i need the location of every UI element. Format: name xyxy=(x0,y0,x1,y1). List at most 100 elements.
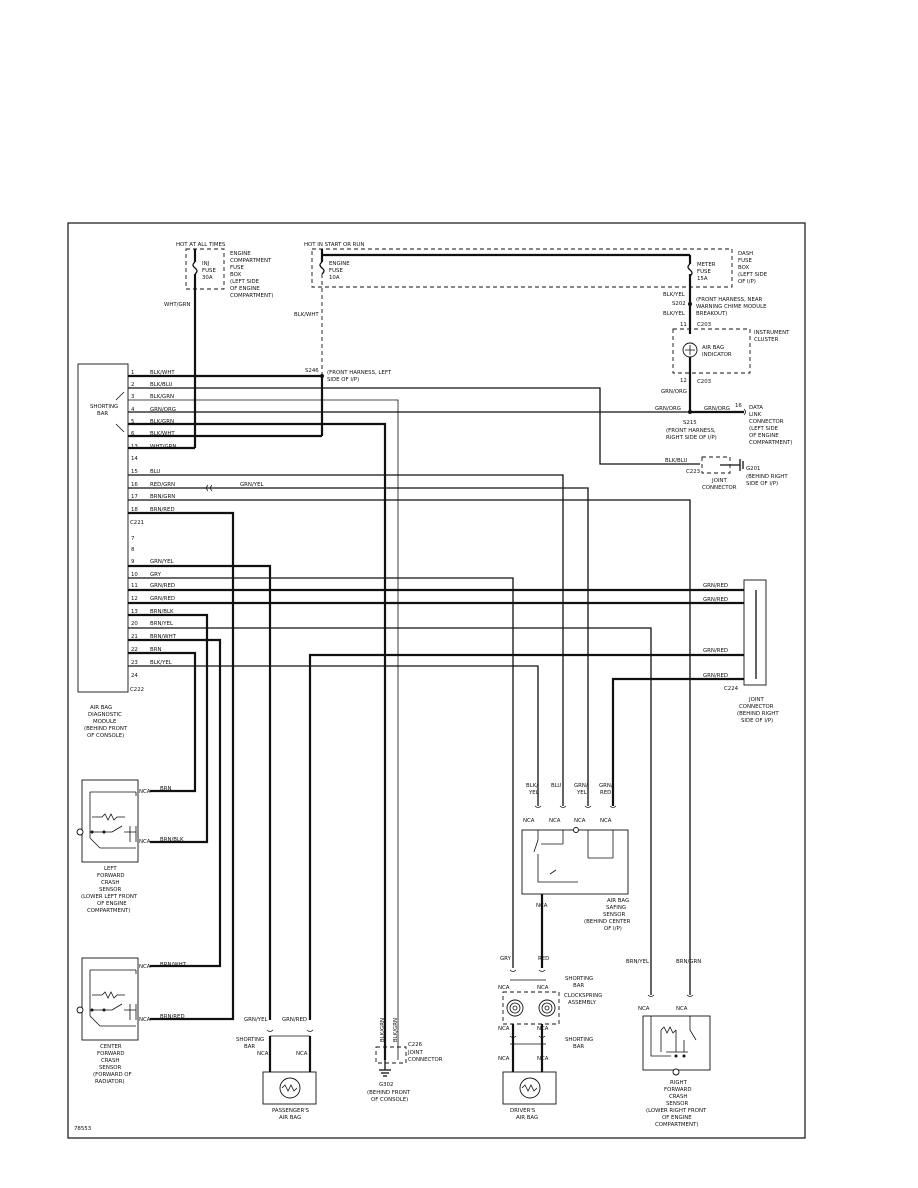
center-sensor-wire-brn-red: BRN/RED xyxy=(160,1014,185,1020)
svg-text:FUSE: FUSE xyxy=(230,265,244,271)
meter-fuse-label: METER FUSE 15A xyxy=(697,262,716,282)
svg-text:CLOCKSPRING: CLOCKSPRING xyxy=(564,993,602,999)
wire-label-blk-blu: BLK/BLU xyxy=(665,458,687,464)
svg-text:GRN/RED: GRN/RED xyxy=(282,1017,307,1023)
svg-text:FORWARD: FORWARD xyxy=(97,1051,125,1057)
left-forward-crash-sensor-label: LEFT FORWARD CRASH SENSOR (LOWER LEFT FR… xyxy=(81,866,138,914)
passenger-shorting-bar-label: SHORTING BAR xyxy=(236,1037,264,1050)
svg-text:AIR BAG: AIR BAG xyxy=(279,1115,301,1121)
center-sensor-nca-2: NCA xyxy=(139,1017,151,1023)
pin-17-wire: BRN/GRN xyxy=(150,494,175,500)
safing-wire-labels: BLK/ YEL BLU GRN/ YEL GRN/ RED xyxy=(526,783,613,796)
module-bottom-pins: 7 8 9 GRN/YEL 10 GRY 11 GRN/RED 12 GRN/R… xyxy=(131,536,177,679)
pin-5-wire: BLK/GRN xyxy=(150,419,174,425)
clockspring-wire-red: RED xyxy=(538,956,549,962)
pin-6-wire: BLK/WHT xyxy=(150,431,175,437)
svg-text:LINK: LINK xyxy=(749,412,762,418)
c223-label: C223 xyxy=(686,469,700,475)
wire-label-grn-org-3: GRN/ORG xyxy=(704,406,730,412)
pin-11: 11 xyxy=(131,583,138,589)
svg-text:LEFT: LEFT xyxy=(104,866,117,872)
clockspring-label: CLOCKSPRING ASSEMBLY xyxy=(564,993,602,1006)
pin-4: 4 xyxy=(131,407,135,413)
splice-s202 xyxy=(688,302,692,306)
svg-text:CONNECTOR: CONNECTOR xyxy=(408,1057,443,1063)
svg-text:NCA: NCA xyxy=(574,818,586,824)
engine-compartment-fuse-box-label: ENGINE COMPARTMENT FUSE BOX (LEFT SIDE O… xyxy=(230,251,273,299)
instrument-cluster-label: INSTRUMENT CLUSTER xyxy=(754,330,790,343)
svg-text:AIR BAG: AIR BAG xyxy=(702,345,724,351)
left-sensor-wire-brn-blk: BRN/BLK xyxy=(160,837,184,843)
pin-21: 21 xyxy=(131,634,138,640)
engine-fuse-symbol xyxy=(319,261,325,275)
svg-text:CRASH: CRASH xyxy=(101,1058,119,1064)
svg-text:OF I/P): OF I/P) xyxy=(604,926,622,932)
svg-text:10A: 10A xyxy=(329,275,340,281)
pin-20: 20 xyxy=(131,621,138,627)
svg-text:FORWARD: FORWARD xyxy=(664,1087,692,1093)
right-forward-crash-sensor-label: RIGHT FORWARD CRASH SENSOR (LOWER RIGHT … xyxy=(646,1080,707,1128)
clockspring-nca-3: NCA xyxy=(498,1026,510,1032)
pin-1-wire: BLK/WHT xyxy=(150,370,175,376)
svg-text:BAR: BAR xyxy=(573,983,584,989)
left-sensor-nca-1: NCA xyxy=(139,789,151,795)
hot-in-start-or-run-label: HOT IN START OR RUN xyxy=(304,242,364,248)
dash-fuse-box-label: DASH FUSE BOX (LEFT SIDE OF I/P) xyxy=(738,251,768,285)
svg-text:GRN/RED: GRN/RED xyxy=(703,597,728,603)
pin-7: 7 xyxy=(131,536,134,542)
pin-9: 9 xyxy=(131,559,135,565)
hot-at-all-times-label: HOT AT ALL TIMES xyxy=(176,242,226,248)
pin-11-wire: GRN/RED xyxy=(150,583,175,589)
s202-label: S202 xyxy=(672,301,686,307)
inj-fuse-symbol xyxy=(192,261,198,275)
svg-text:AIR BAG: AIR BAG xyxy=(607,898,629,904)
svg-text:(LOWER RIGHT FRONT: (LOWER RIGHT FRONT xyxy=(646,1108,707,1114)
pin-14: 14 xyxy=(131,456,138,462)
svg-text:ENGINE: ENGINE xyxy=(329,261,350,267)
s246-note: (FRONT HARNESS, LEFT SIDE OF I/P) xyxy=(327,370,392,383)
pin-8: 8 xyxy=(131,547,135,553)
pin-15-wire: BLU xyxy=(150,469,160,475)
pin-20-wire: BRN/YEL xyxy=(150,621,173,627)
pin-16: 16 xyxy=(131,482,138,488)
svg-text:SHORTING: SHORTING xyxy=(565,1037,593,1043)
c226-joint-connector-label: JOINT CONNECTOR xyxy=(407,1050,443,1063)
dash-fuse-box xyxy=(311,248,733,288)
pin-1: 1 xyxy=(131,370,134,376)
drivers-air-bag-label: DRIVER'S AIR BAG xyxy=(510,1108,538,1121)
wire-label-grn-yel-mid: GRN/YEL xyxy=(240,482,263,488)
pin-22-wire: BRN xyxy=(150,647,161,653)
svg-text:OF CONSOLE): OF CONSOLE) xyxy=(371,1097,408,1103)
svg-text:OF CONSOLE): OF CONSOLE) xyxy=(87,733,124,739)
g302-ground-icon xyxy=(379,1069,391,1077)
figure-id: 78553 xyxy=(74,1126,91,1132)
svg-text:PASSENGER'S: PASSENGER'S xyxy=(272,1108,310,1114)
clockspring-nca-4: NCA xyxy=(537,1026,549,1032)
pin-23: 23 xyxy=(131,660,138,666)
svg-text:GRN/RED: GRN/RED xyxy=(703,673,728,679)
clockspring-wire-gry: GRY xyxy=(500,956,512,962)
cluster-pin-11: 11 xyxy=(680,322,687,328)
pin-23-wire: BLK/YEL xyxy=(150,660,172,666)
svg-text:GRN/RED: GRN/RED xyxy=(703,583,728,589)
safing-nca-out: NCA xyxy=(536,903,548,909)
shorting-bar-label-module: SHORTING BAR xyxy=(90,404,118,417)
svg-text:(FRONT HARNESS,: (FRONT HARNESS, xyxy=(666,428,716,434)
passenger-nca-2: NCA xyxy=(296,1051,308,1057)
svg-text:(LEFT SIDE: (LEFT SIDE xyxy=(230,279,260,285)
pin-10-wire: GRY xyxy=(150,572,162,578)
pin-13b: 13 xyxy=(131,609,138,615)
svg-text:GRN/YEL: GRN/YEL xyxy=(244,1017,267,1023)
inline-connector-mark xyxy=(206,484,213,492)
engine-fuse-box xyxy=(185,248,225,290)
s202-note: (FRONT HARNESS, NEAR WARNING CHIME MODUL… xyxy=(696,297,767,317)
svg-text:(BEHIND RIGHT: (BEHIND RIGHT xyxy=(746,474,788,480)
svg-text:FUSE: FUSE xyxy=(329,268,343,274)
svg-text:RADIATOR): RADIATOR) xyxy=(95,1079,125,1085)
svg-text:METER: METER xyxy=(697,262,716,268)
pin-6: 6 xyxy=(131,431,135,437)
svg-text:SHORTING: SHORTING xyxy=(236,1037,264,1043)
s215-label: S215 xyxy=(683,420,697,426)
svg-text:BLK/: BLK/ xyxy=(526,783,538,789)
